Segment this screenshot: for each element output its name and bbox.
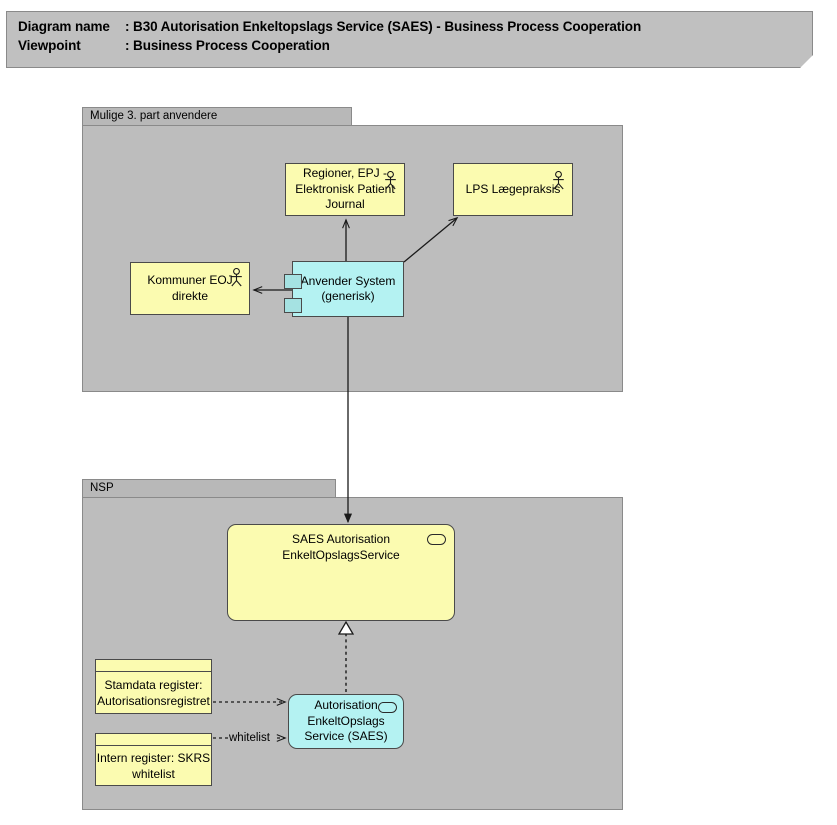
node-anvender-system-label: Anvender System (generisk) [300,273,396,304]
diagram-name-key: Diagram name [18,19,110,34]
node-autorisation-enkeltopslags-saes[interactable]: Autorisation EnkeltOpslags Service (SAES… [288,694,404,749]
service-oval-icon [378,702,397,713]
node-saes-autorisation-service-label: SAES Autorisation EnkeltOpslagsService [282,532,400,562]
viewpoint-row: Viewpoint: Business Process Cooperation [18,38,330,53]
node-kommuner-eoj-label: Kommuner EOJ direkte [147,273,233,303]
diagram-name-row: Diagram name: B30 Autorisation Enkeltops… [18,19,641,34]
business-actor-icon [231,268,242,287]
node-stamdata-register[interactable]: Stamdata register: Autorisationsregistre… [95,659,212,714]
viewpoint-separator: : [125,38,134,53]
node-stamdata-register-label: Stamdata register: Autorisationsregistre… [95,671,212,714]
component-icon [284,274,302,289]
group-third-party-users[interactable]: Mulige 3. part anvendere [82,107,623,392]
component-icon [284,298,302,313]
node-kommuner-eoj[interactable]: Kommuner EOJ direkte [130,262,250,315]
node-saes-autorisation-service[interactable]: SAES Autorisation EnkeltOpslagsService [227,524,455,621]
node-regioner-epj[interactable]: Regioner, EPJ - Elektronisk Patient Jour… [285,163,405,216]
node-anvender-system[interactable]: Anvender System (generisk) [284,261,404,317]
group-third-party-users-label: Mulige 3. part anvendere [82,107,352,125]
node-lps-laegepraksis[interactable]: LPS Lægepraksis [453,163,573,216]
node-lps-laegepraksis-label: LPS Lægepraksis [465,181,561,196]
viewpoint-key: Viewpoint [18,38,81,53]
business-actor-icon [553,171,564,190]
group-nsp-label: NSP [82,479,336,497]
business-actor-icon [385,171,396,190]
diagram-name-value: B30 Autorisation Enkeltopslags Service (… [133,19,642,34]
diagram-name-separator: : [125,19,134,34]
node-regioner-epj-label: Regioner, EPJ - Elektronisk Patient Jour… [295,166,395,212]
node-skrs-whitelist-register[interactable]: Intern register: SKRS whitelist [95,733,212,786]
viewpoint-value: Business Process Cooperation [133,38,330,53]
service-oval-icon [427,534,446,545]
node-autorisation-enkeltopslags-saes-label: Autorisation EnkeltOpslags Service (SAES… [304,698,388,744]
edge-label-whitelist: whitelist [228,732,271,744]
diagram-title-banner: Diagram name: B30 Autorisation Enkeltops… [6,11,813,68]
node-skrs-whitelist-register-label: Intern register: SKRS whitelist [95,745,212,786]
